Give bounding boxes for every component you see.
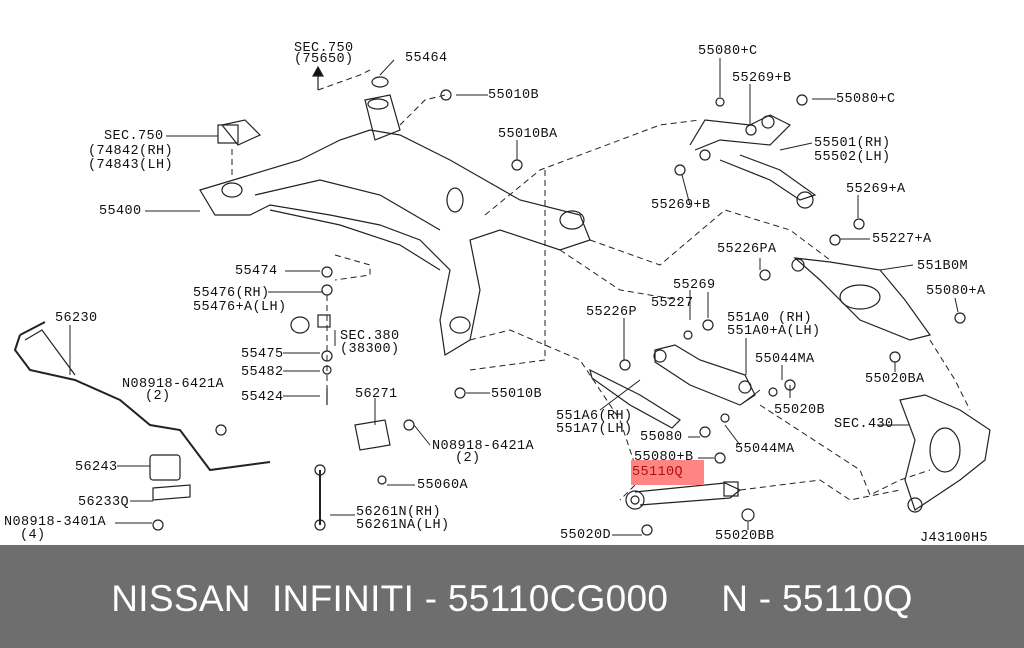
part-label: 55400	[99, 204, 142, 219]
part-label: 55226PA	[717, 242, 777, 257]
part-label: 551A7(LH)	[556, 422, 633, 437]
knuckle-sec430	[899, 394, 991, 513]
part-label: N08918-6421A	[432, 439, 535, 454]
part-label: 56233Q	[78, 495, 130, 510]
stabilizer-bar	[13, 321, 271, 501]
part-label: 55010B	[491, 387, 543, 402]
part-label: 551A0+A(LH)	[727, 324, 821, 339]
part-label: 55226P	[586, 305, 638, 320]
part-number-footer: NISSAN INFINITI - 55110CG000 N - 55110Q	[0, 545, 1024, 648]
guide-lines	[231, 69, 971, 501]
part-label: 55010BA	[498, 127, 558, 142]
part-label: (2)	[455, 451, 481, 466]
part-label: 55269+B	[651, 198, 711, 213]
part-label: (38300)	[340, 342, 400, 357]
part-label: N08918-3401A	[4, 515, 107, 530]
part-label: (75650)	[294, 52, 354, 67]
part-label: 55020D	[560, 528, 612, 543]
part-label: (74842(RH)	[88, 144, 174, 159]
part-label: 55080+B	[634, 450, 694, 465]
part-label: 55044MA	[735, 442, 795, 457]
part-label: 55269+A	[846, 182, 906, 197]
part-label: 55080+A	[926, 284, 986, 299]
part-label: 55475	[241, 347, 284, 362]
highlight-box	[631, 460, 704, 485]
part-number-caption: NISSAN INFINITI - 55110CG000 N - 55110Q	[111, 578, 913, 619]
part-label: SEC.380	[340, 329, 400, 344]
part-label: 55080+C	[836, 92, 896, 107]
part-label: 55424	[241, 390, 284, 405]
part-label: 551B0M	[917, 259, 969, 274]
part-label: 56230	[55, 311, 98, 326]
diagram-code: J43100H5	[920, 531, 989, 546]
part-label: 56243	[75, 460, 118, 475]
part-label: 55482	[241, 365, 284, 380]
part-label: 55464	[405, 51, 448, 66]
part-label: SEC.750	[294, 41, 354, 56]
part-label: 55080+C	[698, 44, 758, 59]
part-label: 55501(RH)	[814, 136, 891, 151]
part-label: 55269	[673, 278, 716, 293]
part-label: 55020BB	[715, 529, 775, 544]
part-label: (2)	[145, 389, 171, 404]
parts-drawing	[13, 58, 991, 536]
highlighted-part-label: 55110Q	[632, 465, 684, 480]
link-arm	[589, 344, 756, 429]
part-label: 55502(LH)	[814, 150, 891, 165]
part-label: SEC.430	[834, 417, 894, 432]
part-label: 551A0 (RH)	[727, 311, 813, 326]
part-label: 55044MA	[755, 352, 815, 367]
part-label: 55476+A(LH)	[193, 300, 287, 315]
part-label: 56271	[355, 387, 398, 402]
part-label: 551A6(RH)	[556, 409, 633, 424]
part-label: 55227+A	[872, 232, 932, 247]
part-label: (4)	[20, 528, 46, 543]
part-label: 55474	[235, 264, 278, 279]
part-label: 55020BA	[865, 372, 925, 387]
up-arrow-icon	[311, 65, 325, 90]
leader-lines	[69, 58, 959, 536]
part-label: 55020B	[774, 403, 826, 418]
upper-arm	[689, 114, 817, 209]
part-label: 55010B	[488, 88, 540, 103]
part-label: 55476(RH)	[193, 286, 270, 301]
part-label: N08918-6421A	[122, 377, 225, 392]
part-label: 55269+B	[732, 71, 792, 86]
parts-diagram: SEC.750 (75650) 55464 55010B 55010BA SEC…	[4, 41, 991, 546]
part-label: SEC.750	[104, 129, 164, 144]
part-label: 55060A	[417, 478, 469, 493]
part-label: 55227	[651, 296, 694, 311]
part-label: 56261N(RH)	[356, 505, 442, 520]
lower-arm	[791, 257, 932, 341]
part-label: 56261NA(LH)	[356, 518, 450, 533]
part-label: (74843(LH)	[88, 158, 174, 173]
stabilizer-link	[314, 419, 391, 531]
subframe	[199, 76, 591, 356]
part-label: 55080	[640, 430, 683, 445]
